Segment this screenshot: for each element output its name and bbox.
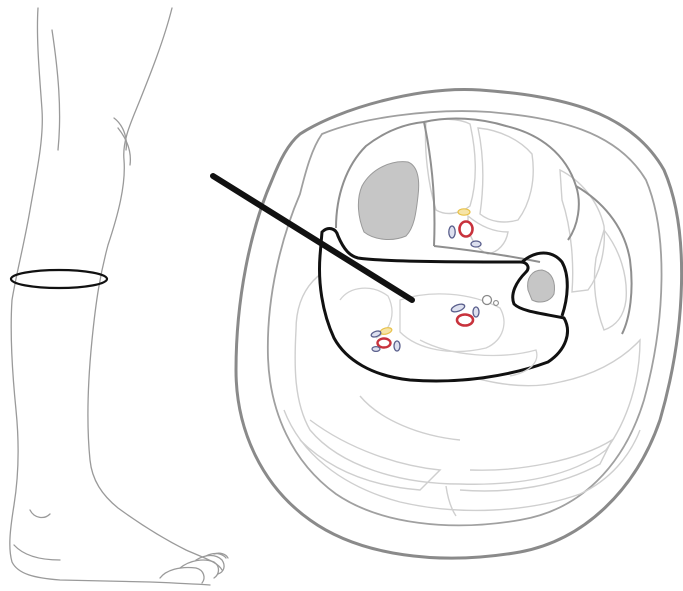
toe-3 <box>196 556 224 575</box>
shin-line <box>52 30 60 150</box>
heel-line <box>14 545 60 560</box>
vein-anterior-2 <box>471 241 481 247</box>
nerve-tibial <box>483 296 492 305</box>
artery-anterior <box>460 222 473 237</box>
ankle-bone <box>30 510 50 517</box>
leg-outline-icon <box>10 8 228 585</box>
artery-peroneal <box>378 339 391 348</box>
calf-cross-section-icon <box>236 90 682 559</box>
toe-1 <box>160 567 204 583</box>
nerve-tibial-small <box>494 301 499 306</box>
leg-front-contour <box>88 8 222 570</box>
nerve-anterior <box>458 209 470 215</box>
section-marker-ring <box>11 270 107 288</box>
leg-back-contour <box>10 8 210 585</box>
fibula-bone <box>528 270 555 302</box>
vein-peroneal-3 <box>372 347 380 352</box>
vein-posterior-2 <box>473 307 479 317</box>
vein-anterior-1 <box>449 226 455 238</box>
vein-peroneal-2 <box>394 341 400 351</box>
artery-posterior-tibial <box>457 315 473 326</box>
